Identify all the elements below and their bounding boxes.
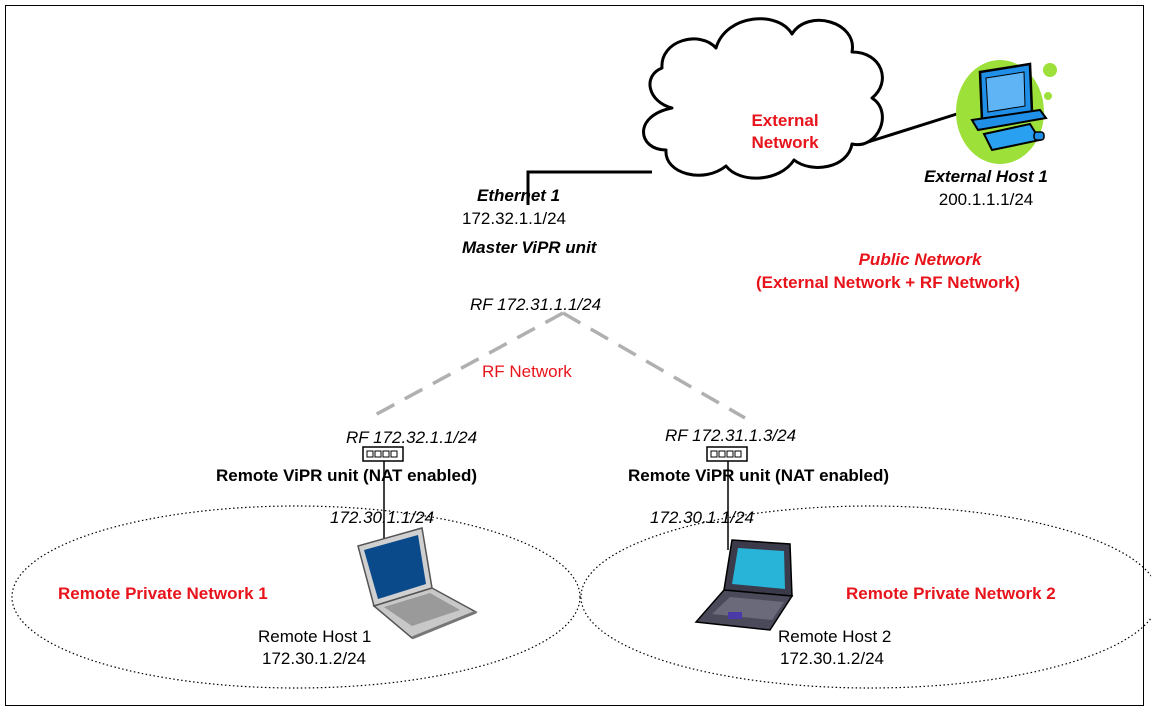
external-host-ip: 200.1.1.1/24 <box>938 190 1034 209</box>
external-network-line1: External <box>751 111 819 130</box>
public-network-title: Public Network <box>858 250 982 269</box>
private-network-1-name: Remote Private Network 1 <box>58 584 268 603</box>
rf-link-2 <box>562 311 746 420</box>
external-host-name: External Host 1 <box>924 167 1048 186</box>
master-unit-name: Master ViPR unit <box>462 238 597 257</box>
external-network-line2: Network <box>751 133 819 152</box>
remote-host-2-name: Remote Host 2 <box>778 627 892 646</box>
vipr-router-icon <box>706 446 748 462</box>
remote-host-1-name: Remote Host 1 <box>258 627 372 646</box>
remote2-unit-name: Remote ViPR unit (NAT enabled) <box>628 466 890 485</box>
remote2-lan-address: 172.30.1.1/24 <box>650 508 754 527</box>
master-interface-label: Ethernet 1 <box>477 186 561 205</box>
vipr-router-icon <box>362 446 404 462</box>
ethernet-link <box>526 170 652 205</box>
external-network-label: External Network <box>710 110 860 154</box>
rf-network-label: RF Network <box>482 362 572 381</box>
master-rf-address: RF 172.31.1.1/24 <box>470 295 602 314</box>
diagram-frame <box>5 5 1144 706</box>
cloud-icon <box>642 17 884 180</box>
remote1-lan-address: 172.30.1.1/24 <box>330 508 434 527</box>
rf-link-1 <box>374 311 564 417</box>
laptop-icon <box>694 539 794 631</box>
remote-host-2-ip: 172.30.1.2/24 <box>780 649 884 668</box>
remote1-unit-name: Remote ViPR unit (NAT enabled) <box>216 466 478 485</box>
master-ip: 172.32.1.1/24 <box>462 209 566 228</box>
private-network-2-boundary <box>580 505 1151 689</box>
desktop-computer-icon <box>956 60 1057 164</box>
laptop-icon <box>357 527 478 640</box>
private-network-2-name: Remote Private Network 2 <box>846 584 1056 603</box>
remote2-rf-address: RF 172.31.1.3/24 <box>665 426 797 445</box>
remote1-rf-address: RF 172.32.1.1/24 <box>346 428 478 447</box>
remote-host-1-ip: 172.30.1.2/24 <box>262 649 366 668</box>
private-network-1-boundary <box>11 505 581 689</box>
public-network-subtitle: (External Network + RF Network) <box>756 273 1021 292</box>
external-host-link <box>867 111 961 144</box>
